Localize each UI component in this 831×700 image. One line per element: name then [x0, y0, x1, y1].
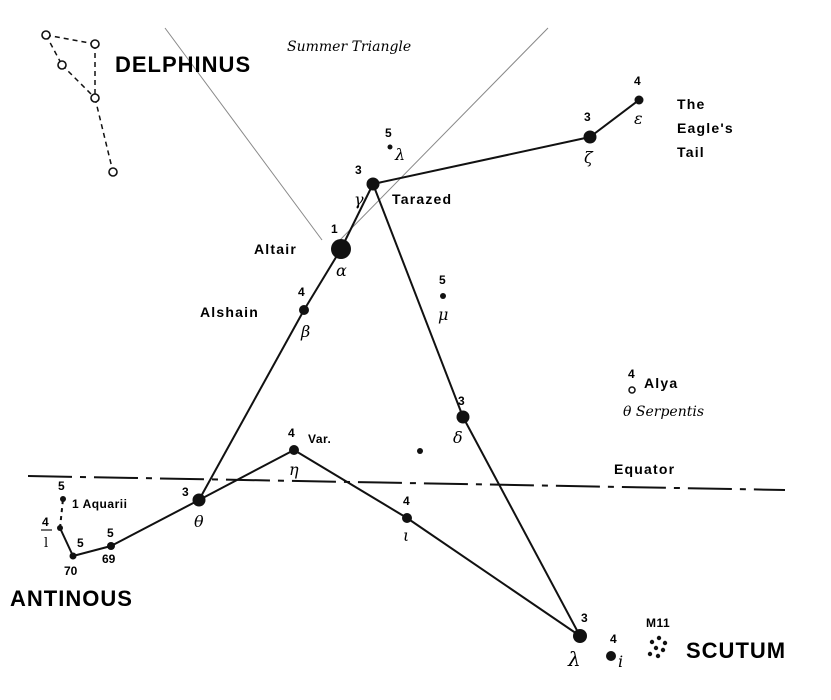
delphinus-star: [90, 39, 100, 49]
star-1-aquarii: [60, 496, 66, 502]
summer-triangle-line-left: [164, 27, 323, 241]
mag-70: 5: [77, 536, 84, 550]
star-iota: [402, 513, 412, 523]
greek-gamma: γ: [354, 190, 364, 209]
label-70: 70: [64, 564, 78, 578]
star-gamma: [366, 177, 380, 191]
greek-alpha: α: [336, 261, 347, 280]
delphinus-star: [108, 167, 118, 177]
m11-cluster-icon: [647, 635, 668, 659]
star-eta: [289, 445, 299, 455]
equator-line: [27, 475, 786, 491]
greek-lambda-top: λ: [394, 145, 405, 164]
mag-epsilon: 4: [634, 74, 641, 88]
label-m11: M11: [646, 616, 670, 630]
delphinus-star: [57, 60, 67, 70]
aquila-figure: [59, 99, 640, 637]
mag-69: 5: [107, 526, 114, 540]
mag-beta: 4: [298, 285, 305, 299]
greek-zeta: ζ: [584, 148, 594, 167]
star-alya: [628, 386, 636, 394]
label-equator: Equator: [614, 461, 675, 477]
mag-l: 4: [42, 515, 49, 529]
mag-1-aquarii: 5: [58, 479, 65, 493]
star-i: [606, 651, 616, 661]
delphinus-star: [90, 93, 100, 103]
label-alshain: Alshain: [200, 304, 259, 320]
greek-mu: μ: [438, 305, 448, 324]
label-delphinus: DELPHINUS: [115, 52, 251, 77]
label-antinous: ANTINOUS: [10, 586, 133, 611]
star-delta: [456, 410, 470, 424]
mag-i: 4: [610, 632, 617, 646]
mag-lambda-top: 5: [385, 126, 392, 140]
label-var: Var.: [308, 432, 331, 446]
label-altair: Altair: [254, 241, 297, 257]
delphinus-stars: [41, 30, 118, 177]
label-eagles-tail-2: Eagle's: [677, 120, 734, 136]
greek-lambda-bottom: λ: [567, 647, 581, 671]
greek-i: i: [618, 652, 623, 671]
label-scutum: SCUTUM: [686, 638, 786, 663]
mag-delta: 3: [458, 394, 465, 408]
label-eagles-tail-1: The: [677, 96, 706, 112]
label-1-aquarii: 1 Aquarii: [72, 497, 127, 511]
mag-theta: 3: [182, 485, 189, 499]
label-alya: Alya: [644, 375, 678, 391]
star-zeta: [583, 130, 597, 144]
greek-delta: δ: [453, 428, 463, 447]
greek-iota: ι: [403, 526, 409, 545]
label-69: 69: [102, 552, 116, 566]
aquila-stars: [57, 95, 644, 661]
label-theta-serpentis: θ Serpentis: [623, 404, 704, 420]
star-l: [57, 525, 63, 531]
mag-mu: 5: [439, 273, 446, 287]
greek-beta: β: [300, 322, 310, 341]
star-69: [107, 542, 115, 550]
label-tarazed: Tarazed: [392, 191, 452, 207]
delphinus-figure: [45, 34, 114, 173]
mag-zeta: 3: [584, 110, 591, 124]
delphinus-star: [41, 30, 51, 40]
greek-eta: η: [289, 460, 299, 479]
label-eagles-tail-3: Tail: [677, 144, 705, 160]
star-mu: [440, 293, 446, 299]
mag-gamma: 3: [355, 163, 362, 177]
mag-altair: 1: [331, 222, 338, 236]
label-summer-triangle: Summer Triangle: [287, 39, 411, 55]
summer-triangle-line-right: [339, 27, 549, 241]
greek-theta: θ: [194, 512, 204, 531]
star-beta: [299, 305, 309, 315]
star-theta: [192, 493, 206, 507]
star-faint: [417, 448, 423, 454]
mag-alya: 4: [628, 367, 635, 381]
star-70: [69, 552, 77, 560]
mag-iota: 4: [403, 494, 410, 508]
mag-lambda-bottom: 3: [581, 611, 588, 625]
star-epsilon: [634, 95, 644, 105]
star-lambda-bottom: [573, 629, 587, 643]
star-altair: [331, 239, 351, 259]
star-lambda-top: [387, 144, 393, 150]
greek-epsilon: ε: [634, 109, 643, 128]
mag-eta: 4: [288, 426, 295, 440]
greek-l: l: [44, 536, 48, 551]
